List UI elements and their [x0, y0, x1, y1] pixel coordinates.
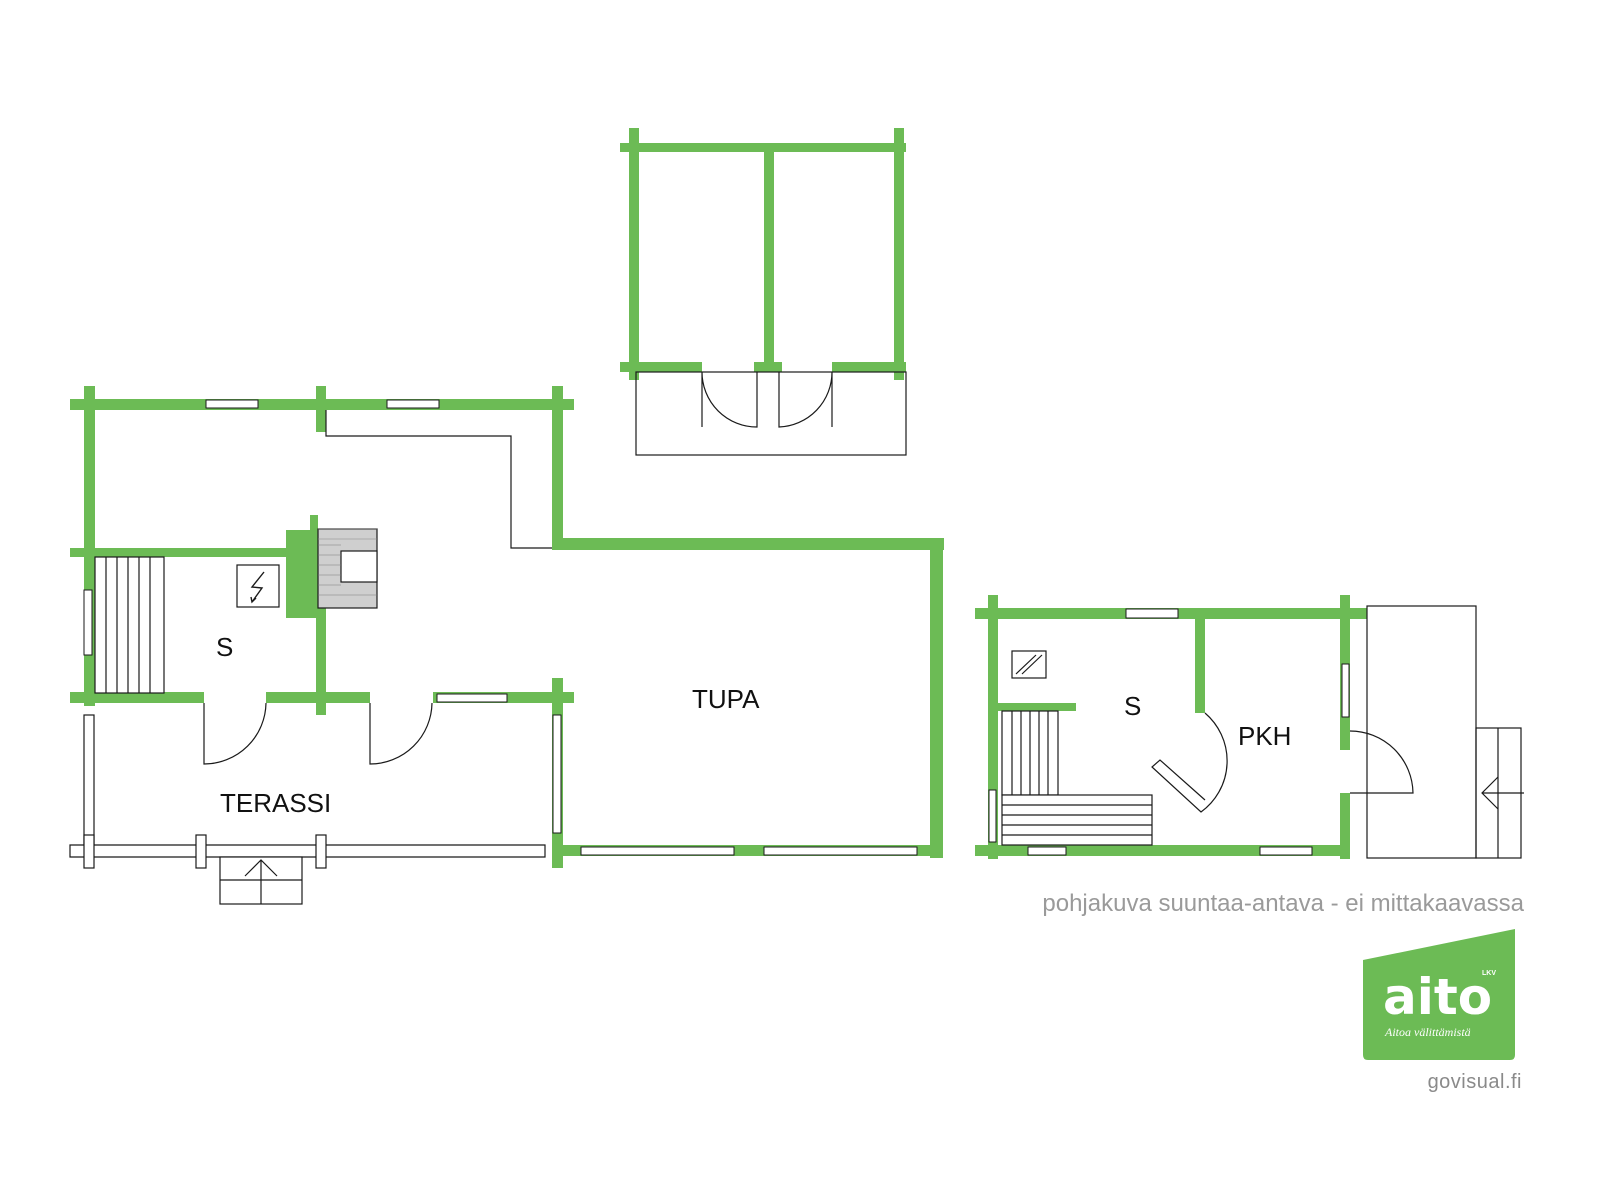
- fireplace: [317, 528, 378, 609]
- aito-logo: aito LKV Aitoa välittämistä: [1363, 929, 1515, 1060]
- sauna-stove-icon: [1011, 650, 1047, 679]
- logo-slogan: Aitoa välittämistä: [1384, 1025, 1471, 1039]
- room-label-terassi: TERASSI: [220, 788, 331, 818]
- main-cottage: [69, 386, 944, 905]
- room-label-sauna-2: S: [1124, 691, 1141, 721]
- credit-text: govisual.fi: [1428, 1071, 1522, 1093]
- logo-word: aito: [1383, 968, 1492, 1026]
- electric-heater-icon: [236, 564, 280, 608]
- disclaimer-note: pohjakuva suuntaa-antava - ei mittakaava…: [1042, 890, 1524, 917]
- room-label-tupa: TUPA: [692, 684, 760, 714]
- logo-lkv: LKV: [1482, 970, 1496, 977]
- shed-building: [620, 128, 907, 456]
- sauna-building: [975, 595, 1524, 859]
- sauna-bench: [1001, 710, 1153, 846]
- sauna-bench: [94, 556, 165, 694]
- room-label-sauna: S: [216, 632, 233, 662]
- terrace: [69, 714, 546, 905]
- room-label-pkh: PKH: [1238, 721, 1291, 751]
